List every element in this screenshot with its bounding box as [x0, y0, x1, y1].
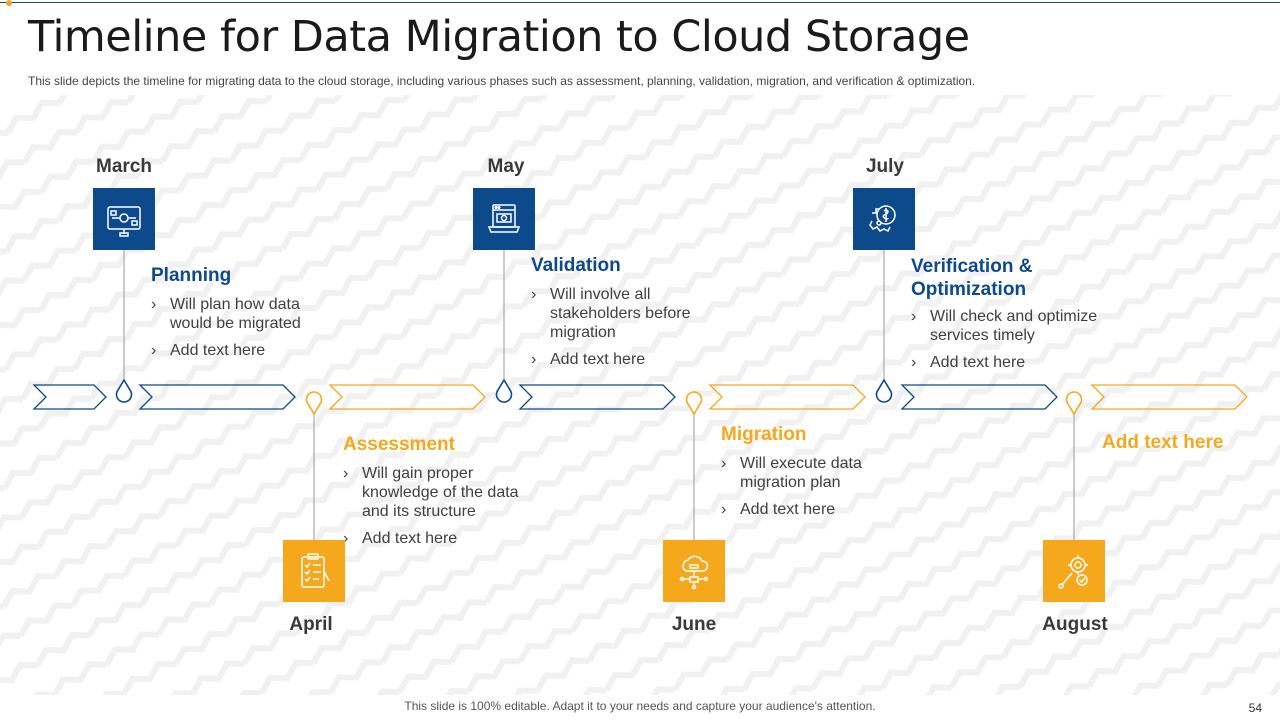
- phase-bullets: Will gain proper knowledge of the data a…: [343, 464, 543, 556]
- bullet-item: Add text here: [151, 341, 341, 360]
- phase-icon-box: [853, 188, 915, 250]
- bullet-item: Will involve all stakeholders before mig…: [531, 285, 721, 342]
- cloud-network-icon: [679, 555, 709, 590]
- timeline-chevron: [138, 384, 296, 410]
- month-label: August: [1042, 614, 1108, 635]
- phase-icon-box: [93, 188, 155, 250]
- timeline-chevron: [708, 384, 866, 410]
- phase-title: Migration: [721, 424, 807, 445]
- phase-bullets: Will plan how data would be migrated Add…: [151, 295, 341, 368]
- footer-note: This slide is 100% editable. Adapt it to…: [404, 699, 876, 713]
- month-label: May: [487, 156, 525, 177]
- phase-bullets: Will check and optimize services timely …: [911, 307, 1111, 380]
- timeline-chevron: [328, 384, 486, 410]
- month-label: April: [289, 614, 333, 635]
- bullet-item: Add text here: [531, 350, 721, 369]
- top-rule: [0, 2, 1280, 3]
- timeline-marker: [685, 391, 703, 416]
- phase-icon-box: [473, 188, 535, 250]
- phase-icon-box: [663, 540, 725, 602]
- page-title: Timeline for Data Migration to Cloud Sto…: [28, 12, 970, 62]
- timeline-marker: [1065, 391, 1083, 416]
- laptop-browser-icon: [487, 204, 521, 233]
- timeline-marker: [875, 378, 893, 403]
- bullet-item: Add text here: [911, 353, 1111, 372]
- month-label: June: [671, 614, 717, 635]
- gear-dollar-icon: [869, 205, 896, 233]
- phase-icon-box: [283, 540, 345, 602]
- bullet-item: Add text here: [343, 529, 543, 548]
- bullet-item: Add text here: [721, 500, 911, 519]
- phase-title: Planning: [151, 265, 232, 286]
- workflow-diagram-icon: [107, 206, 141, 237]
- bullet-item: Will gain proper knowledge of the data a…: [343, 464, 543, 521]
- top-accent-dot: [6, 0, 12, 6]
- bullet-item: Will plan how data would be migrated: [151, 295, 341, 333]
- page-number: 54: [1248, 701, 1262, 715]
- timeline-marker: [115, 378, 133, 403]
- timeline-chevron: [32, 384, 107, 410]
- checklist-clipboard-icon: [301, 553, 330, 588]
- timeline-chevron: [900, 384, 1058, 410]
- phase-bullets: Will execute data migration plan Add tex…: [721, 454, 911, 527]
- phase-title: Assessment: [343, 434, 455, 455]
- bullet-item: Will execute data migration plan: [721, 454, 911, 492]
- month-label: July: [865, 156, 905, 177]
- phase-bullets: Will involve all stakeholders before mig…: [531, 285, 721, 377]
- timeline-marker: [495, 378, 513, 403]
- timeline-chevron: [1090, 384, 1248, 410]
- timeline-marker: [305, 391, 323, 416]
- month-label: March: [96, 156, 152, 177]
- timeline-chevron: [518, 384, 676, 410]
- phase-title: Verification & Optimization: [911, 256, 1033, 300]
- phase-title: Add text here: [1102, 432, 1224, 453]
- phase-title: Validation: [531, 255, 621, 276]
- bullet-item: Will check and optimize services timely: [911, 307, 1111, 345]
- settings-tools-icon: [1058, 555, 1088, 589]
- page-subtitle: This slide depicts the timeline for migr…: [28, 74, 976, 88]
- phase-icon-box: [1043, 540, 1105, 602]
